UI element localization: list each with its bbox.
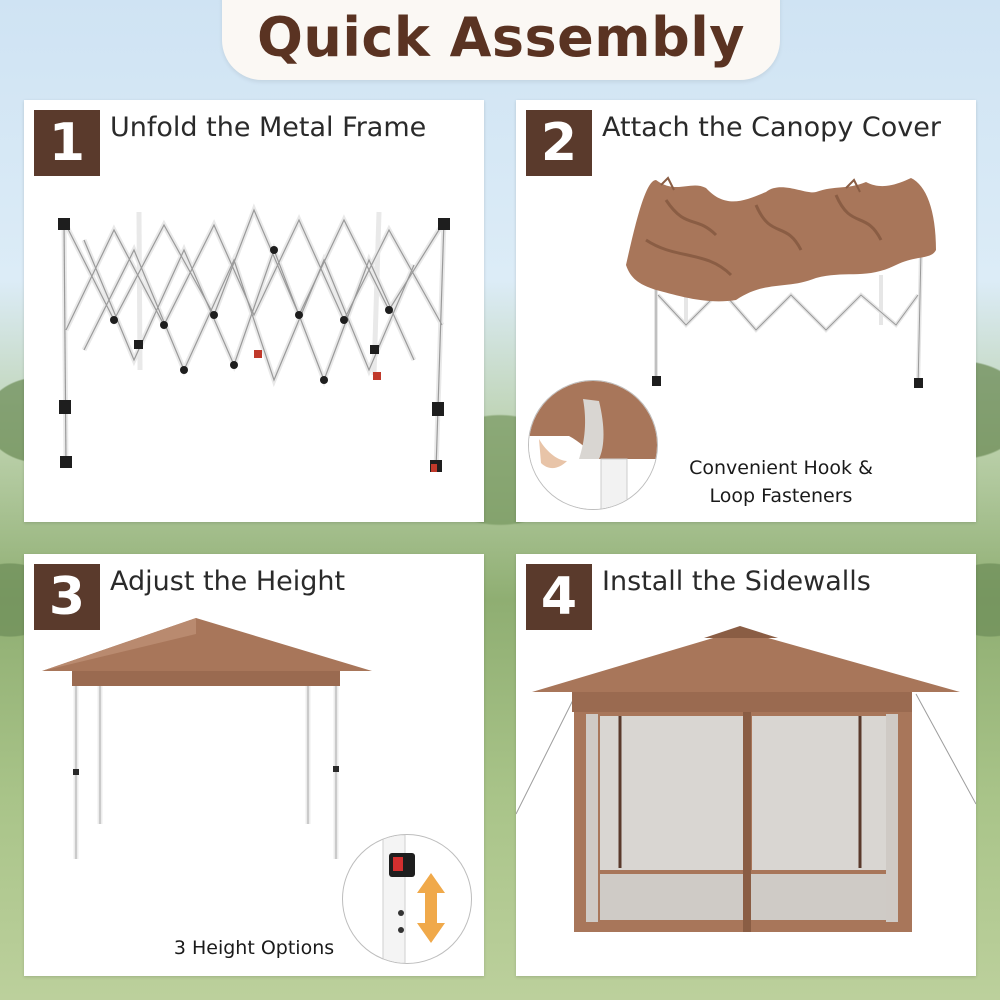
hook-loop-caption: Convenient Hook & Loop Fasteners	[666, 454, 896, 510]
hook-loop-caption-line-2: Loop Fasteners	[709, 485, 853, 507]
step-4-number: 4	[526, 564, 592, 630]
height-adjust-illustration	[42, 618, 372, 859]
step-1-title: Unfold the Metal Frame	[110, 112, 427, 143]
height-options-caption: 3 Height Options	[173, 937, 335, 959]
step-4-title: Install the Sidewalls	[602, 566, 871, 597]
hook-loop-detail	[528, 380, 658, 510]
title-banner: Quick Assembly	[222, 0, 780, 80]
step-3-panel: 3 Adjust the Height	[24, 554, 484, 976]
step-2-title: Attach the Canopy Cover	[602, 112, 941, 143]
canopy-cover-illustration	[626, 176, 936, 389]
step-2-panel: 2 Attach the Canopy Cover Conveni	[516, 100, 976, 522]
sidewalls-illustration	[516, 626, 976, 932]
hook-loop-caption-line-1: Convenient Hook &	[689, 457, 873, 479]
step-2-number: 2	[526, 110, 592, 176]
step-1-panel: 1 Unfold the Metal Frame	[24, 100, 484, 522]
height-pin-detail	[342, 834, 472, 964]
step-3-title: Adjust the Height	[110, 566, 346, 597]
step-4-panel: 4 Install the Sidewalls	[516, 554, 976, 976]
page-title: Quick Assembly	[257, 5, 745, 69]
folded-frame-illustration	[58, 203, 450, 472]
step-3-number: 3	[34, 564, 100, 630]
step-1-number: 1	[34, 110, 100, 176]
